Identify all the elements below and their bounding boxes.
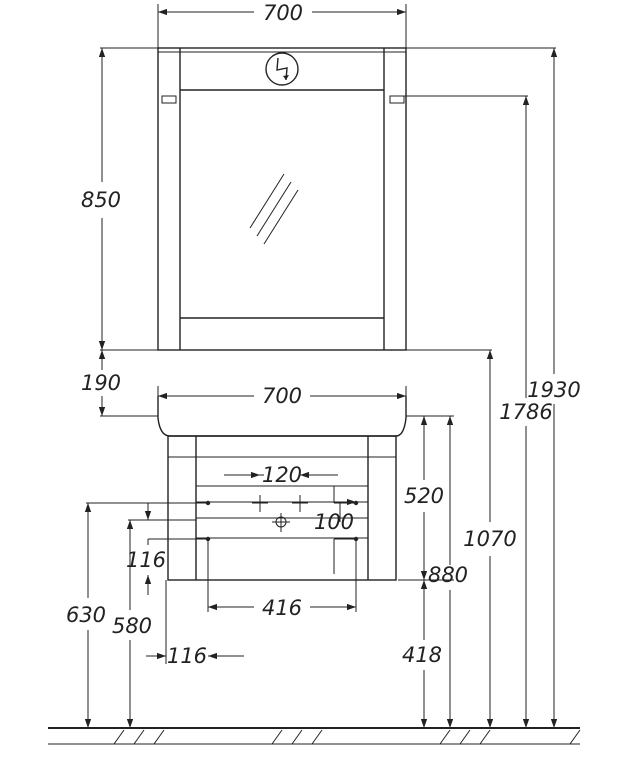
tap-spacing-label: 120 [262, 463, 302, 487]
overall-height-label: 1930 [527, 378, 580, 402]
light-height-label: 1786 [499, 400, 552, 424]
mirror-bottom-height-label: 1070 [463, 527, 516, 551]
mirror-glass-symbol [249, 173, 299, 245]
floor-clearance-label: 418 [402, 643, 442, 667]
basin-width-label: 700 [262, 384, 302, 408]
mirror-clip-left [161, 95, 177, 104]
drain-symbol [272, 513, 290, 532]
mirror-height-label: 850 [81, 188, 121, 212]
floor-line [48, 727, 581, 745]
lower-offset-height-label: 580 [112, 614, 152, 638]
mirror-clip-right [389, 95, 405, 104]
dimension-lines [84, 8, 558, 728]
mirror-width-label: 700 [263, 1, 303, 25]
pipe-spacing-label: 416 [262, 596, 302, 620]
gap-height-label: 190 [81, 371, 121, 395]
upper-offset-height-label: 630 [66, 603, 106, 627]
light-switch-symbol [265, 52, 299, 86]
side-offset-label: 116 [126, 548, 166, 572]
basin-top-height-label: 880 [428, 563, 468, 587]
cabinet-height-label: 520 [404, 484, 444, 508]
bottom-offset-label: 116 [167, 644, 207, 668]
mirror-frame [157, 47, 407, 351]
drain-offset-label: 100 [314, 510, 354, 534]
cabinet [167, 435, 397, 581]
